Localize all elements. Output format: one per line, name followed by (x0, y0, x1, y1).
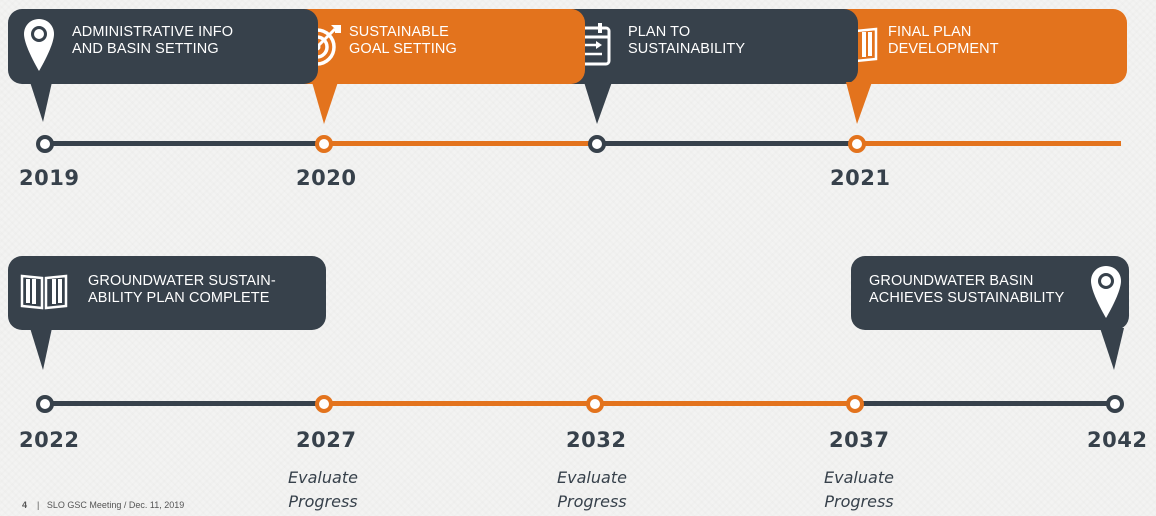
book-icon (20, 274, 68, 310)
year-label: 2032 (566, 428, 627, 452)
phase-label-line2: AND BASIN SETTING (72, 41, 219, 57)
year-label: 2037 (829, 428, 890, 452)
tail-2042 (1100, 328, 1124, 370)
callout-basin-sustainability: GROUNDWATER BASIN ACHIEVES SUSTAINABILIT… (851, 256, 1129, 330)
map-pin-icon (24, 19, 54, 71)
phase-label-line1: PLAN TO (628, 24, 691, 40)
callout-line2: ACHIEVES SUSTAINABILITY (869, 290, 1065, 306)
callout-tails-bottom (30, 328, 1124, 370)
footer-text: SLO GSC Meeting / Dec. 11, 2019 (46, 500, 185, 510)
phase-label-line1: SUSTAINABLE (349, 24, 449, 40)
tail-2021 (846, 82, 872, 124)
phase-plan-to-sustainability: PLAN TO SUSTAINABILITY (558, 9, 858, 84)
timeline-node-2020 (315, 135, 333, 153)
callout-line2: ABILITY PLAN COMPLETE (88, 290, 270, 306)
timeline-segment (44, 401, 324, 406)
page-number: 4 (22, 500, 28, 510)
timeline-node-2021 (848, 135, 866, 153)
year-label: 2027 (296, 428, 357, 452)
timeline-node-2042 (1106, 395, 1124, 413)
milestone-evaluate-progress: Evaluate Progress (288, 468, 358, 511)
footer-separator: | (37, 500, 40, 510)
timeline-segment (857, 141, 1121, 146)
callout-plan-complete: GROUNDWATER SUSTAIN- ABILITY PLAN COMPLE… (8, 256, 326, 330)
timeline-segment (597, 141, 857, 146)
timeline-node-2032 (586, 395, 604, 413)
timeline-segment (855, 401, 1115, 406)
year-label: 2020 (296, 166, 357, 190)
tail-2020 (312, 82, 338, 124)
tail-2022 (30, 328, 52, 370)
timeline-segment (324, 141, 597, 146)
phase-label-line2: SUSTAINABILITY (628, 41, 746, 57)
timeline-segment (44, 141, 324, 146)
phase-label-line1: ADMINISTRATIVE INFO (72, 24, 234, 40)
tail-2019 (30, 82, 52, 122)
milestone-evaluate-progress: Evaluate Progress (557, 468, 627, 511)
timeline-node-2019 (36, 135, 54, 153)
timeline-node-mid (588, 135, 606, 153)
callout-line1: GROUNDWATER SUSTAIN- (88, 273, 276, 289)
year-label: 2019 (19, 166, 80, 190)
timeline-node-2037 (846, 395, 864, 413)
phase-administrative-info: ADMINISTRATIVE INFO AND BASIN SETTING (8, 9, 318, 84)
year-label: 2042 (1087, 428, 1148, 452)
milestone-evaluate-progress: Evaluate Progress (824, 468, 894, 511)
map-pin-icon (1091, 266, 1121, 318)
tail-mid (584, 82, 612, 124)
callout-line1: GROUNDWATER BASIN (869, 273, 1034, 289)
phase-label-line1: FINAL PLAN (888, 24, 972, 40)
timeline-node-2022 (36, 395, 54, 413)
phase-sustainable-goal-setting: SUSTAINABLE GOAL SETTING (285, 9, 585, 84)
phase-label-line2: DEVELOPMENT (888, 41, 999, 57)
year-label: 2022 (19, 428, 80, 452)
timeline-node-2027 (315, 395, 333, 413)
callout-tails-top (30, 82, 872, 124)
year-label: 2021 (830, 166, 891, 190)
slide-footer: 4 | SLO GSC Meeting / Dec. 11, 2019 (22, 500, 184, 510)
phase-label-line2: GOAL SETTING (349, 41, 457, 57)
